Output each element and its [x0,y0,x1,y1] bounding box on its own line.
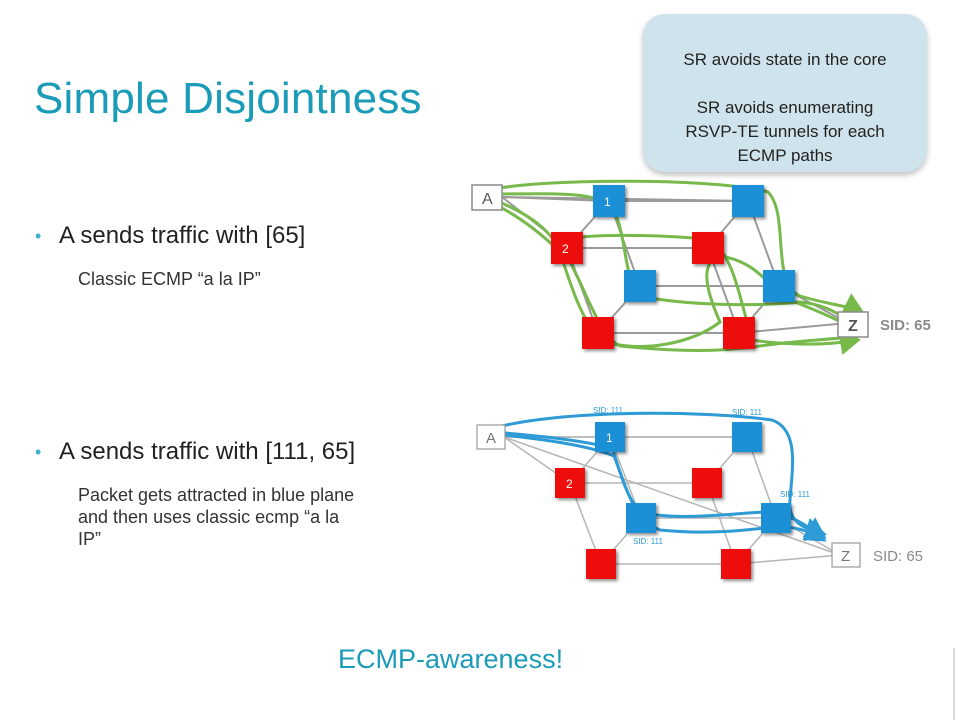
d2-red-node-2 [555,468,585,498]
d1-node-a-box [471,184,503,211]
callout-line-3: RSVP-TE tunnels for each [685,122,885,141]
bullet-2-sub-line-2: and then uses classic ecmp “a la [78,507,340,527]
d1-node-2-label: 2 [562,242,569,256]
d2-blue-node-top-right [732,422,762,452]
slide-edge-divider [953,648,955,720]
d1-node-z-box [837,311,869,338]
d1-node-1-label: 1 [604,195,611,209]
d2-sid-111-label: SID: 111 [593,406,623,415]
d1-node-a-label: A [482,191,493,208]
d1-blue-node-top-right [732,185,764,217]
callout-line-2: SR avoids enumerating [696,98,874,117]
d1-red-node-top-right [692,232,724,264]
bullet-2-sub-line-3: IP” [78,529,102,549]
d1-blue-node-bottom-left [624,270,656,302]
d2-sid-label: SID: 65 [873,548,923,565]
callout-box: SR avoids state in the core SR avoids en… [643,14,927,172]
d2-blue-node-bottom-left [626,503,656,533]
d2-blue-node-bottom-right [761,503,791,533]
bullet-1-text: A sends traffic with [65] [59,222,306,249]
d2-node-z-box [831,542,861,568]
diagram-1-nodes [551,185,795,349]
diagram-1-ecmp-paths [489,179,865,355]
d2-red-node-bottom-left [586,549,616,579]
d1-red-node-2 [551,232,583,264]
bullet-1-sub: Classic ECMP “a la IP” [78,269,261,289]
d2-sid-111-label: SID: 111 [732,408,762,417]
bullet-2-sub-line-1: Packet gets attracted in blue plane [78,485,355,505]
diagram-1-links [501,196,849,334]
d2-sid-111-label: SID: 111 [633,537,663,546]
bullet-dot-icon: • [35,442,42,462]
d2-node-1-label: 1 [606,431,613,445]
diagram-2-nodes [555,422,791,579]
d1-node-z-label: Z [848,318,858,335]
callout-line-4: ECMP paths [737,146,833,165]
d2-red-node-top-right [692,468,722,498]
bullet-dot-icon: • [35,226,42,246]
d2-node-2-label: 2 [566,477,573,491]
d2-blue-node-1 [595,422,625,452]
d2-node-a-label: A [486,430,496,447]
d1-blue-node-bottom-right [763,270,795,302]
slide-title: Simple Disjointness [34,74,422,123]
d2-node-z-label: Z [841,548,850,565]
d1-blue-node-1 [593,185,625,217]
bullet-2-text: A sends traffic with [111, 65] [59,438,356,465]
d2-red-node-bottom-right [721,549,751,579]
d1-red-node-bottom-left [582,317,614,349]
bullet-2-sub: Packet gets attracted in blue plane and … [78,484,354,550]
d2-node-a-box [476,424,506,450]
callout-line-1: SR avoids state in the core [683,50,887,69]
d1-red-node-bottom-right [723,317,755,349]
footer-text: ECMP-awareness! [338,644,564,674]
d1-sid-label: SID: 65 [880,317,931,334]
d2-sid-111-label: SID: 111 [780,490,810,499]
